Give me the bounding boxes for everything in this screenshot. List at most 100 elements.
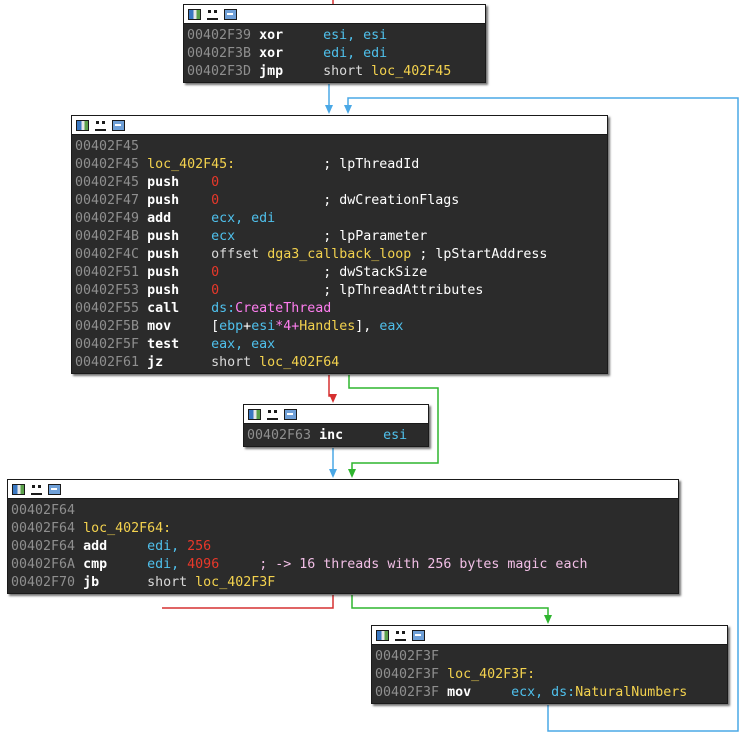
color-icon[interactable] [12,483,25,495]
graph-icon[interactable] [95,120,106,131]
address: 00402F64 [11,503,76,518]
edge-d-false [162,595,334,609]
graph-icon[interactable] [267,409,278,420]
code-line[interactable]: 00402F64 add edi, 256 [11,538,675,556]
operand-register: esi [251,319,276,334]
operand-registers: edi, [147,539,180,554]
mnemonic: jz [147,355,164,370]
operand-registers: edi, [147,557,180,572]
mnemonic: mov [147,319,172,334]
comment-icon[interactable] [412,629,425,641]
comment: ; -> 16 threads with 256 bytes magic eac… [259,557,588,572]
mnemonic: mov [447,685,472,700]
mnemonic: test [147,337,180,352]
arrowhead [344,105,352,114]
code-line[interactable]: 00402F45 push 0 [75,174,604,192]
mnemonic: push [147,193,180,208]
address: 00402F51 [75,265,140,280]
code-line[interactable]: 00402F64 loc_402F64: [11,520,675,538]
code-line[interactable]: 00402F3B xor edi, edi [187,45,482,63]
operand-registers: eax, eax [211,337,276,352]
operand-import: CreateThread [235,301,332,316]
block-loc-402f64[interactable]: 00402F64 00402F64 loc_402F64:00402F64 ad… [7,479,679,594]
address: 00402F55 [75,301,140,316]
operand-registers: edi, edi [323,46,388,61]
code-line[interactable]: 00402F4C push offset dga3_callback_loop … [75,246,604,264]
code-line[interactable]: 00402F6A cmp edi, 4096 ; -> 16 threads w… [11,556,675,574]
node-code: 00402F45 00402F45 loc_402F45: ; lpThread… [72,135,607,374]
comment-icon[interactable] [112,119,125,131]
code-line[interactable]: 00402F5F test eax, eax [75,336,604,354]
graph-icon[interactable] [207,9,218,20]
code-line[interactable]: 00402F51 push 0 ; dwStackSize [75,264,604,282]
code-line[interactable]: 00402F70 jb short loc_402F3F [11,574,675,592]
arrowhead [329,394,337,403]
operand-registers: ecx [211,229,236,244]
code-line[interactable]: 00402F3F [375,648,724,666]
code-line[interactable]: 00402F61 jz short loc_402F64 [75,354,604,372]
code-line[interactable]: 00402F45 loc_402F45: ; lpThreadId [75,156,604,174]
comment-icon[interactable] [284,408,297,420]
code-line[interactable]: 00402F5B mov [ebp+esi*4+Handles], eax [75,318,604,336]
code-line[interactable]: 00402F64 [11,502,675,520]
address: 00402F4B [75,229,140,244]
mnemonic: call [147,301,180,316]
color-icon[interactable] [376,629,389,641]
comment-icon[interactable] [224,8,237,20]
operand-registers: esi, esi [323,28,388,43]
address: 00402F5B [75,319,140,334]
comment: ; lpThreadAttributes [323,283,484,298]
comment: ; lpThreadId [323,157,420,172]
color-icon[interactable] [76,119,89,131]
address: 00402F39 [187,28,252,43]
code-line[interactable]: 00402F3D jmp short loc_402F45 [187,63,482,81]
address: 00402F3D [187,64,252,79]
jump-target[interactable]: loc_402F3F [195,575,276,590]
code-label: loc_402F64: [83,521,172,536]
mnemonic: xor [259,28,284,43]
code-line[interactable]: 00402F3F loc_402F3F: [375,666,724,684]
arrowhead [329,469,337,478]
color-icon[interactable] [248,408,261,420]
code-line[interactable]: 00402F39 xor esi, esi [187,27,482,45]
operand-registers: ecx, [511,685,544,700]
block-loc-402f3f[interactable]: 00402F3F 00402F3F loc_402F3F:00402F3F mo… [371,625,728,704]
operand-immediate: 0 [211,283,220,298]
graph-icon[interactable] [31,484,42,495]
code-line[interactable]: 00402F63 inc esi [247,427,425,445]
mnemonic: jmp [259,64,284,79]
jump-target[interactable]: loc_402F45 [371,64,452,79]
address: 00402F4C [75,247,140,262]
code-line[interactable]: 00402F49 add ecx, edi [75,210,604,228]
operand-immediate: 0 [211,193,220,208]
operand-keyword: offset [211,247,260,262]
code-line[interactable]: 00402F53 push 0 ; lpThreadAttributes [75,282,604,300]
code-line[interactable]: 00402F45 [75,138,604,156]
arrowhead [544,615,552,624]
mnemonic: push [147,283,180,298]
address: 00402F45 [75,139,140,154]
node-code: 00402F64 00402F64 loc_402F64:00402F64 ad… [8,499,678,594]
mnemonic: push [147,175,180,190]
graph-icon[interactable] [395,630,406,641]
comment-icon[interactable] [48,483,61,495]
mnemonic: push [147,247,180,262]
code-line[interactable]: 00402F47 push 0 ; dwCreationFlags [75,192,604,210]
address: 00402F53 [75,283,140,298]
block-loc-402f45[interactable]: 00402F45 00402F45 loc_402F45: ; lpThread… [71,115,608,374]
operand-registers: esi [383,428,408,443]
code-line[interactable]: 00402F4B push ecx ; lpParameter [75,228,604,246]
mnemonic: xor [259,46,284,61]
address: 00402F47 [75,193,140,208]
address: 00402F3B [187,46,252,61]
address: 00402F3F [375,649,440,664]
jump-target[interactable]: loc_402F64 [259,355,340,370]
mnemonic: push [147,265,180,280]
block-loc-402f63[interactable]: 00402F63 inc esi [243,404,429,447]
code-line[interactable]: 00402F3F mov ecx, ds:NaturalNumbers [375,684,724,702]
code-line[interactable]: 00402F55 call ds:CreateThread [75,300,604,318]
color-icon[interactable] [188,8,201,20]
operand-segment: ds: [211,301,236,316]
address: 00402F64 [11,521,76,536]
